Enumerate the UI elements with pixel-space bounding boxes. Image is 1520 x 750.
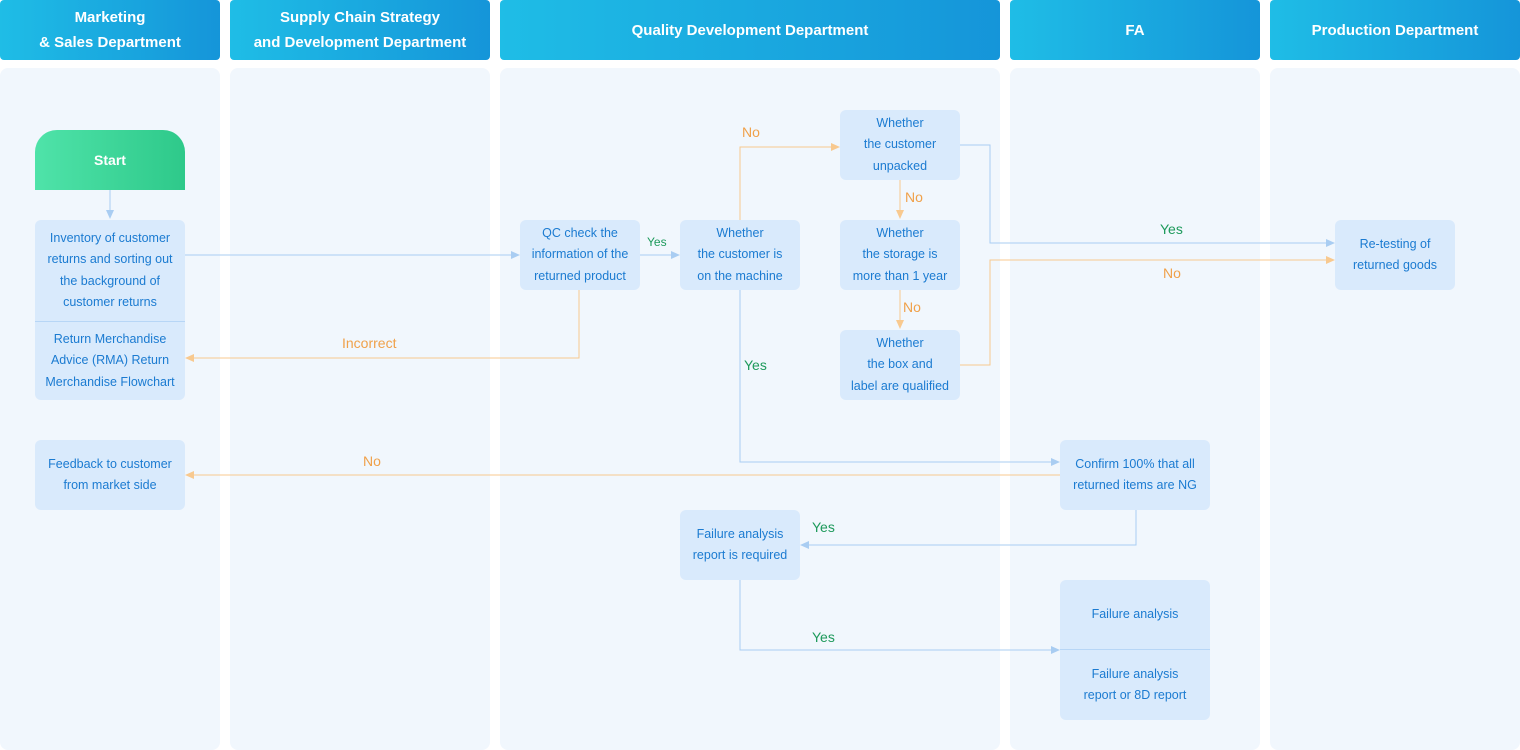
edge-box-no-to-retest: [960, 256, 1335, 366]
lane-header-marketing-sales: Marketing & Sales Department: [0, 0, 220, 60]
edge-machine-no-to-unpacked: [739, 143, 840, 220]
edge-qc-incorrect-to-rma: [185, 290, 580, 362]
decision-storage-over-1-year: Whether the storage is more than 1 year: [840, 220, 960, 290]
edge-label-retest-no: No: [1163, 265, 1181, 281]
inventory-sorting-step: Inventory of customer returns and sortin…: [47, 230, 173, 310]
decision-box-label-qualified: Whether the box and label are qualified: [840, 330, 960, 400]
failure-analysis-node: Failure analysis Failure analysis report…: [1060, 580, 1210, 720]
node-divider: [1060, 649, 1210, 650]
edge-unpacked-yes-to-retest: [960, 144, 1335, 247]
lane-header-production: Production Department: [1270, 0, 1520, 60]
edge-label-qc-yes: Yes: [647, 235, 667, 249]
edge-label-confirm-yes: Yes: [812, 519, 835, 535]
failure-analysis-report-step: Failure analysis report or 8D report: [1083, 666, 1187, 703]
edge-label-machine-no: No: [742, 124, 760, 140]
node-divider: [35, 321, 185, 322]
edge-label-unpacked-no: No: [905, 189, 923, 205]
edge-label-storage-no: No: [903, 299, 921, 315]
lane-supply-chain: [230, 68, 490, 750]
lane-header-supply-chain: Supply Chain Strategy and Development De…: [230, 0, 490, 60]
rma-flowchart-step: Return Merchandise Advice (RMA) Return M…: [45, 331, 175, 389]
decision-unpacked: Whether the customer unpacked: [840, 110, 960, 180]
feedback-to-customer-node: Feedback to customer from market side: [35, 440, 185, 510]
edge-machine-yes-to-confirm: [739, 290, 1060, 466]
retesting-node: Re-testing of returned goods: [1335, 220, 1455, 290]
confirm-all-ng-node: Confirm 100% that all returned items are…: [1060, 440, 1210, 510]
edge-label-retest-yes: Yes: [1160, 221, 1183, 237]
edge-label-fa-yes: Yes: [812, 629, 835, 645]
edge-label-incorrect: Incorrect: [342, 335, 397, 351]
decision-on-machine: Whether the customer is on the machine: [680, 220, 800, 290]
edge-fa-required-yes-to-fa: [739, 580, 1060, 654]
lane-header-fa: FA: [1010, 0, 1260, 60]
lane-production: [1270, 68, 1520, 750]
start-node: Start: [35, 130, 185, 190]
failure-analysis-required-node: Failure analysis report is required: [680, 510, 800, 580]
edge-label-machine-yes: Yes: [744, 357, 767, 373]
lane-quality-development: [500, 68, 1000, 750]
edge-confirm-yes-to-fa-required: [800, 510, 1137, 549]
qc-check-node: QC check the information of the returned…: [520, 220, 640, 290]
lane-header-quality-development: Quality Development Department: [500, 0, 1000, 60]
failure-analysis-step: Failure analysis: [1091, 606, 1179, 621]
inventory-rma-node: Inventory of customer returns and sortin…: [35, 220, 185, 400]
edge-label-feedback-no: No: [363, 453, 381, 469]
